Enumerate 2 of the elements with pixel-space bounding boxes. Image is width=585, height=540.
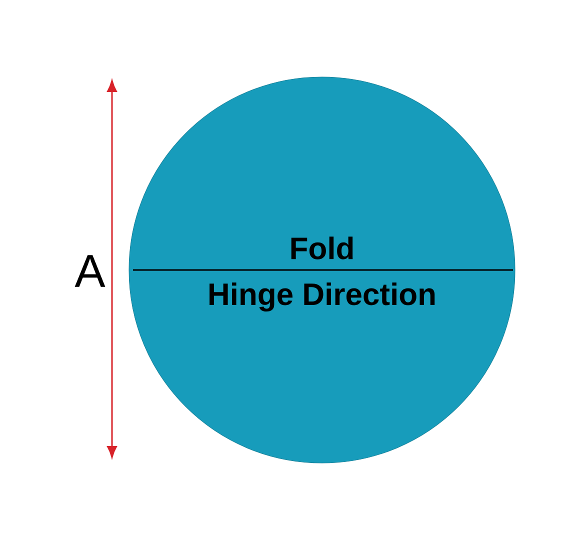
disc-label: Fold	[291, 236, 353, 260]
disc-label: Hinge Direction	[210, 282, 435, 312]
